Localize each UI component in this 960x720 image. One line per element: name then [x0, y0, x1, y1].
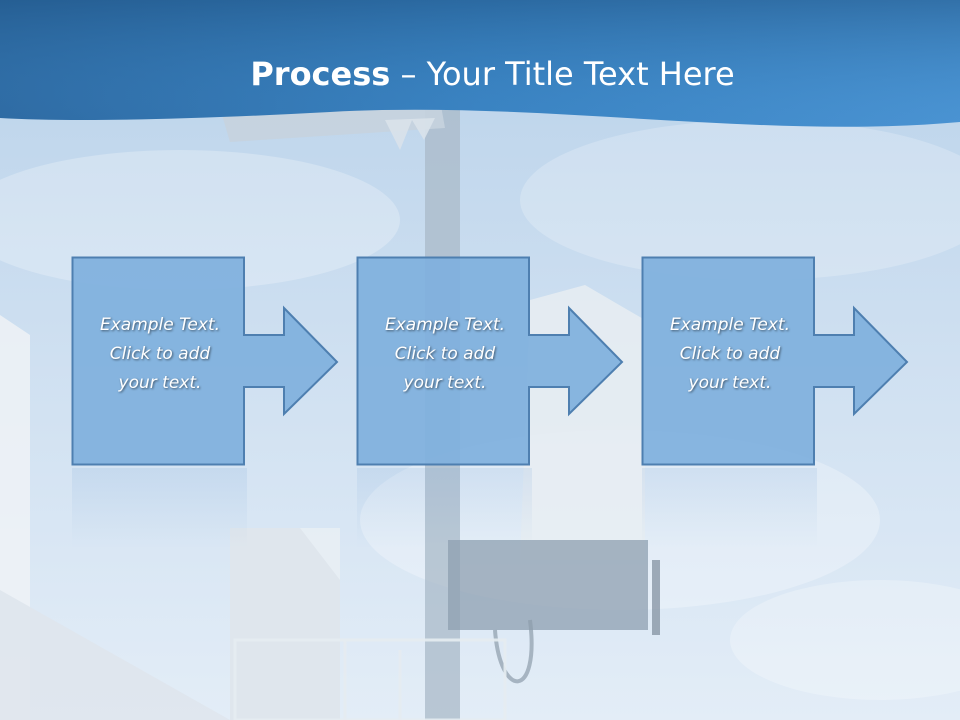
arrow-box-shape — [71, 256, 339, 466]
step-text-line: Click to add — [109, 344, 211, 364]
process-step-3[interactable]: Example Text. Click to add your text. — [641, 256, 909, 467]
step-text-line: Example Text. — [99, 315, 221, 335]
process-step-1[interactable]: Example Text. Click to add your text. — [71, 256, 339, 467]
step-text-line: Example Text. — [384, 315, 506, 335]
process-step-2[interactable]: Example Text. Click to add your text. — [356, 256, 624, 467]
step-text-line: your text. — [688, 373, 772, 393]
step-text-line: your text. — [403, 373, 487, 393]
arrow-box-shape — [641, 256, 909, 466]
step-text-line: Click to add — [394, 344, 496, 364]
step-reflection — [642, 468, 817, 548]
slide-title[interactable]: Process – Your Title Text Here — [0, 50, 960, 98]
step-reflection — [357, 468, 532, 548]
title-bold-part: Process — [250, 55, 391, 93]
step-text: Example Text. Click to add your text. — [80, 311, 240, 398]
step-text: Example Text. Click to add your text. — [650, 311, 810, 398]
step-reflection — [72, 468, 247, 548]
step-text: Example Text. Click to add your text. — [365, 311, 525, 398]
step-text-line: Click to add — [679, 344, 781, 364]
step-text-line: your text. — [118, 373, 202, 393]
step-text-line: Example Text. — [669, 315, 791, 335]
arrow-box-shape — [356, 256, 624, 466]
title-rest-part: – Your Title Text Here — [390, 55, 735, 93]
